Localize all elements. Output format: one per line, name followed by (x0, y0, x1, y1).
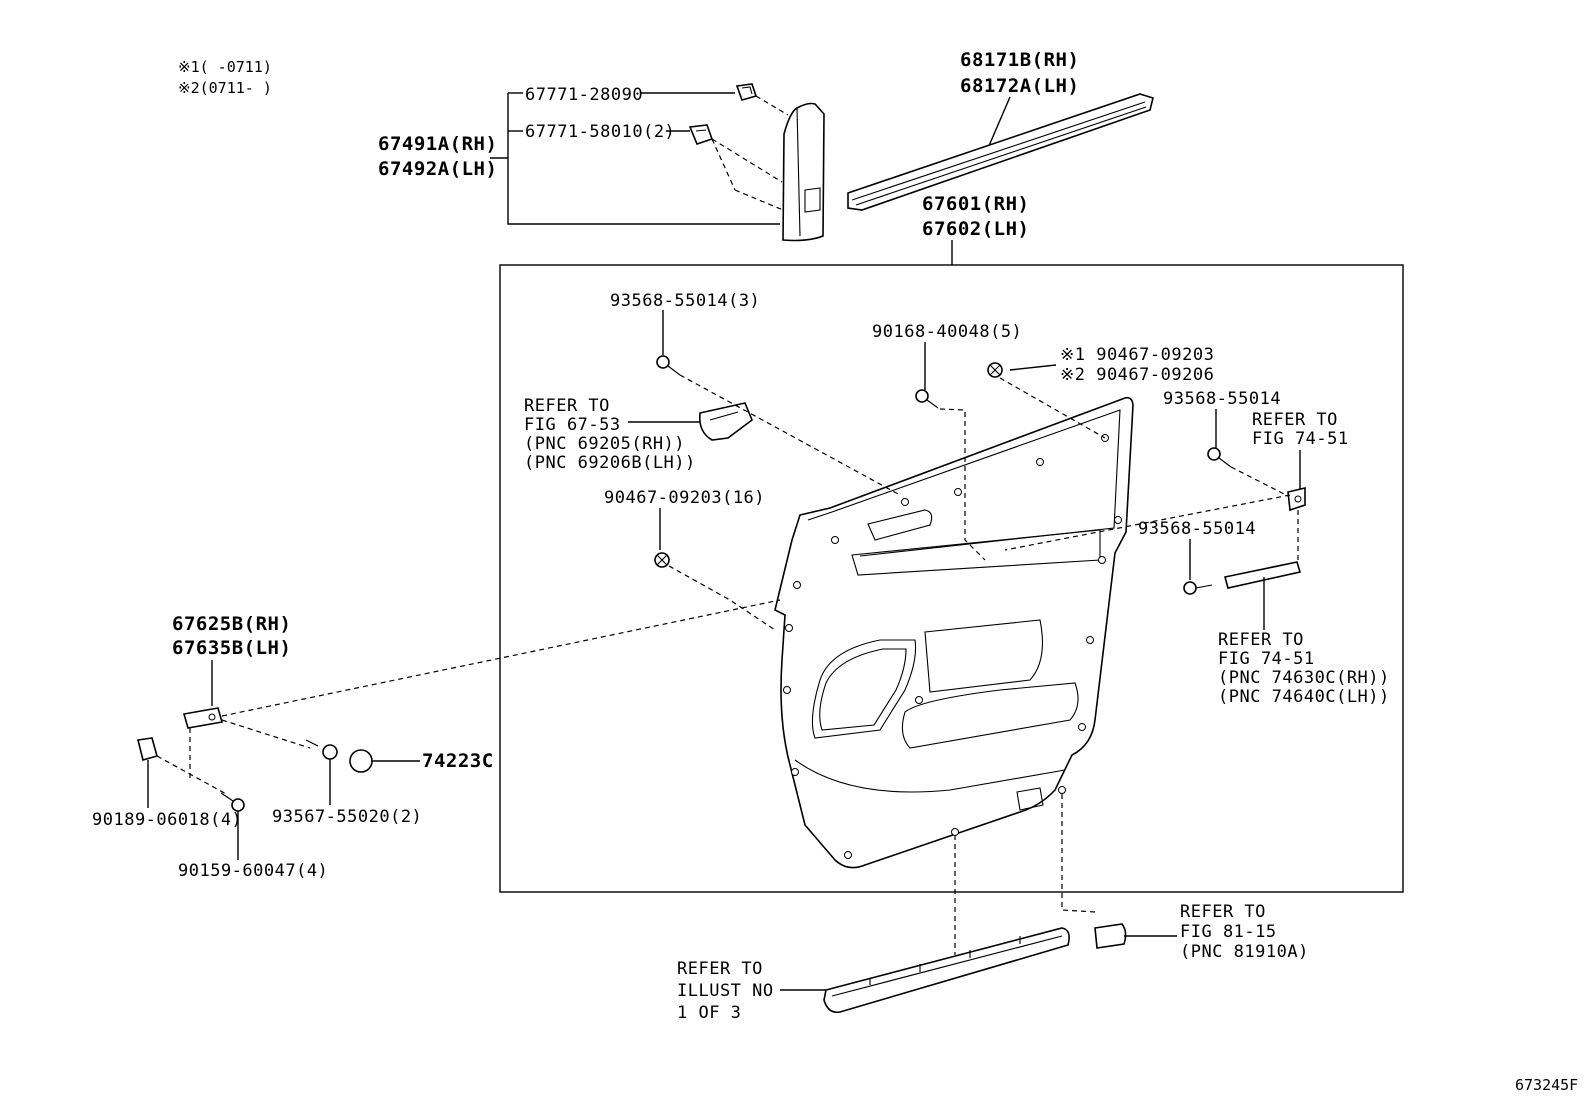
refer-fig7451a-line1[interactable]: REFER TO (1252, 410, 1338, 430)
bracket-67625[interactable] (182, 707, 224, 729)
label-67771-28090[interactable]: 67771-28090 (525, 85, 643, 105)
pillar-dashed-leaders (711, 95, 789, 211)
door-trim-board[interactable] (774, 396, 1134, 869)
label-90467-09203-note[interactable]: ※1 90467-09203 (1060, 345, 1214, 365)
clip-67771-58010[interactable] (688, 124, 714, 145)
switch-base-7451[interactable] (1287, 486, 1306, 512)
note-1: ※1( -0711) (178, 58, 272, 76)
dash-switch-base (1004, 494, 1291, 551)
refer-fig6753-line1[interactable]: REFER TO (524, 396, 610, 416)
label-90189-06018[interactable]: 90189-06018(4) (92, 810, 242, 830)
refer-fig8115-line2[interactable]: FIG 81-15 (1180, 922, 1277, 942)
clip-90467-16[interactable] (654, 552, 670, 568)
refer-fig6753-line2[interactable]: FIG 67-53 (524, 415, 621, 435)
label-67491a[interactable]: 67491A(RH) (378, 133, 497, 155)
screw-90159-60047[interactable] (220, 792, 245, 812)
dash-nut-to-screw (156, 755, 229, 796)
label-67492a[interactable]: 67492A(LH) (378, 158, 497, 180)
refer-fig6753-line4[interactable]: (PNC 69206B(LH)) (524, 453, 696, 473)
lower-trim-strip[interactable] (823, 927, 1070, 1014)
pull-handle-74630[interactable] (1224, 561, 1302, 589)
clip-67771-28090[interactable] (735, 83, 758, 101)
label-67601[interactable]: 67601(RH) (922, 193, 1029, 215)
refer-illust-line1[interactable]: REFER TO (677, 959, 763, 979)
refer-fig8115-line3[interactable]: (PNC 81910A) (1180, 942, 1309, 962)
screw-93568-c[interactable] (1183, 581, 1213, 595)
screw-93568-a[interactable] (656, 355, 681, 376)
clip-90467-top[interactable] (987, 362, 1003, 378)
switch-panel-81910[interactable] (1094, 923, 1127, 949)
refer-fig8115-line1[interactable]: REFER TO (1180, 902, 1266, 922)
label-67635b[interactable]: 67635B(LH) (172, 637, 291, 659)
label-68172a[interactable]: 68172A(LH) (960, 75, 1079, 97)
refer-fig7451b-line2[interactable]: FIG 74-51 (1218, 649, 1315, 669)
weatherstrip-68171[interactable] (847, 93, 1154, 211)
note-2: ※2(0711- ) (178, 79, 272, 97)
cover-74223c[interactable] (349, 749, 373, 773)
label-67602[interactable]: 67602(LH) (922, 218, 1029, 240)
figure-id: 673245F (1515, 1076, 1578, 1094)
label-93568-55014-3[interactable]: 93568-55014(3) (610, 291, 760, 311)
refer-fig7451b-line3[interactable]: (PNC 74630C(RH)) (1218, 668, 1390, 688)
dash-90168 (939, 408, 986, 561)
refer-fig7451a-line2[interactable]: FIG 74-51 (1252, 429, 1349, 449)
refer-illust-line3[interactable]: 1 OF 3 (677, 1003, 741, 1023)
assembly-frame (499, 264, 1404, 893)
refer-fig7451b-line1[interactable]: REFER TO (1218, 630, 1304, 650)
refer-fig7451b-line4[interactable]: (PNC 74640C(LH)) (1218, 687, 1390, 707)
label-93568-55014-b[interactable]: 93568-55014 (1163, 389, 1281, 409)
label-67625b[interactable]: 67625B(RH) (172, 613, 291, 635)
dash-90467-top (999, 377, 1106, 439)
label-93567-55020[interactable]: 93567-55020(2) (272, 807, 422, 827)
dash-93568-a (679, 374, 901, 496)
pillar-bracket-lines (490, 92, 780, 225)
dash-90467-16 (668, 565, 776, 631)
label-90168-40048[interactable]: 90168-40048(5) (872, 322, 1022, 342)
label-67771-58010[interactable]: 67771-58010(2) (525, 122, 675, 142)
label-93568-55014-c[interactable]: 93568-55014 (1138, 519, 1256, 539)
screw-93567-55020[interactable] (305, 739, 338, 760)
label-68171b[interactable]: 68171B(RH) (960, 49, 1079, 71)
leader-90467-top (1009, 364, 1057, 371)
refer-fig6753-line3[interactable]: (PNC 69205(RH)) (524, 434, 685, 454)
dash-93568-b (1230, 466, 1291, 498)
label-90159-60047[interactable]: 90159-60047(4) (178, 861, 328, 881)
dash-bracket-to-panel (221, 599, 781, 717)
dash-bracket-to-screw (221, 719, 311, 749)
label-74223c[interactable]: 74223C (422, 750, 494, 772)
pillar-garnish-67491[interactable] (782, 102, 825, 242)
clip-90168[interactable] (915, 389, 939, 409)
label-90467-09206-note[interactable]: ※2 90467-09206 (1060, 365, 1214, 385)
nut-90189[interactable] (137, 737, 158, 761)
inside-handle-69205[interactable] (698, 402, 753, 441)
label-90467-09203-16[interactable]: 90467-09203(16) (604, 488, 765, 508)
refer-illust-line2[interactable]: ILLUST NO (677, 981, 774, 1001)
screw-93568-b[interactable] (1207, 447, 1232, 468)
dash-to-switch (1061, 794, 1096, 913)
